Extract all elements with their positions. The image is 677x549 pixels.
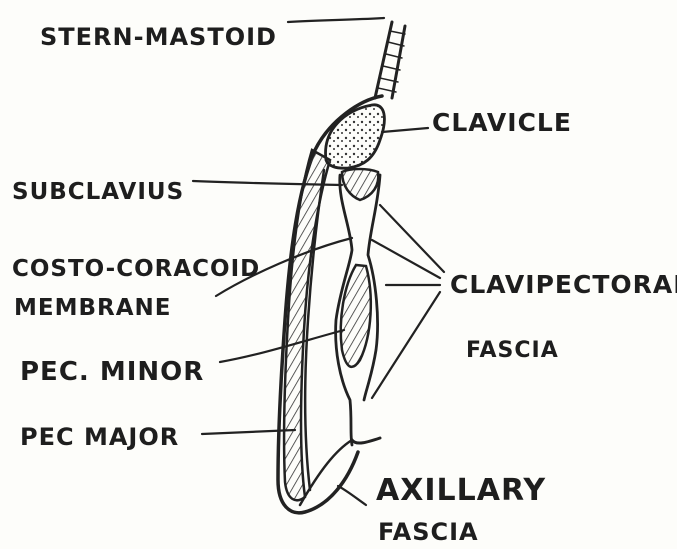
label-axillary: AXILLARY	[376, 473, 546, 508]
label-pec-major: PEC MAJOR	[20, 423, 179, 451]
label-costo-coracoid: COSTO-CORACOID	[12, 256, 260, 282]
sternomastoid-muscle	[375, 22, 405, 98]
label-membrane: MEMBRANE	[14, 295, 172, 321]
subclavius-muscle	[342, 169, 378, 200]
label-clavicle: CLAVICLE	[432, 108, 572, 137]
label-pec-minor: PEC. MINOR	[20, 357, 204, 387]
label-clavipectoral: CLAVIPECTORAL	[450, 270, 677, 299]
label-subclavius: SUBCLAVIUS	[12, 179, 184, 205]
label-axillary-fascia: FASCIA	[378, 518, 479, 546]
label-stern-mastoid: STERN-MASTOID	[40, 23, 277, 51]
label-clavipectoral-fascia: FASCIA	[466, 338, 559, 363]
clavicle-bone	[326, 105, 385, 168]
